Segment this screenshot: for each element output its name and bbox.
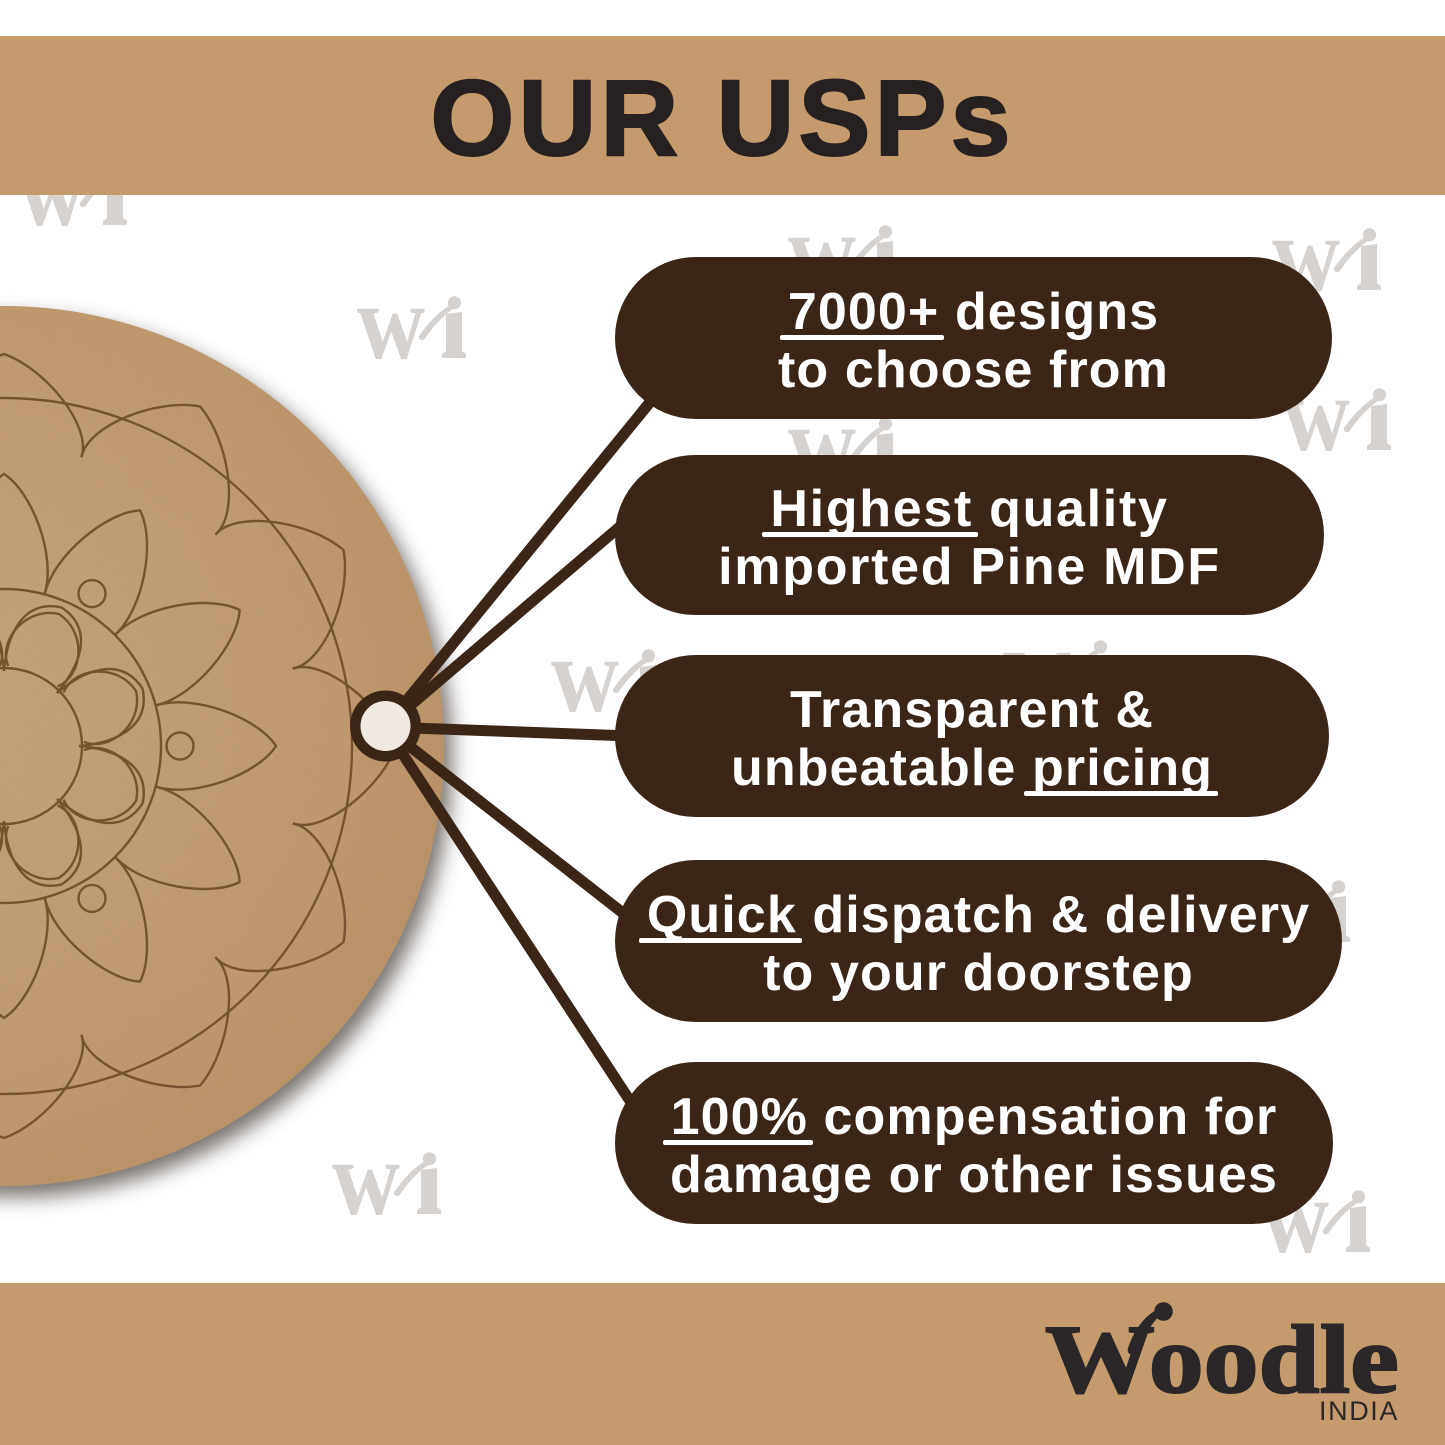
svg-text:Woodle: Woodle [1045,1307,1399,1414]
svg-text:INDIA: INDIA [1319,1396,1399,1426]
